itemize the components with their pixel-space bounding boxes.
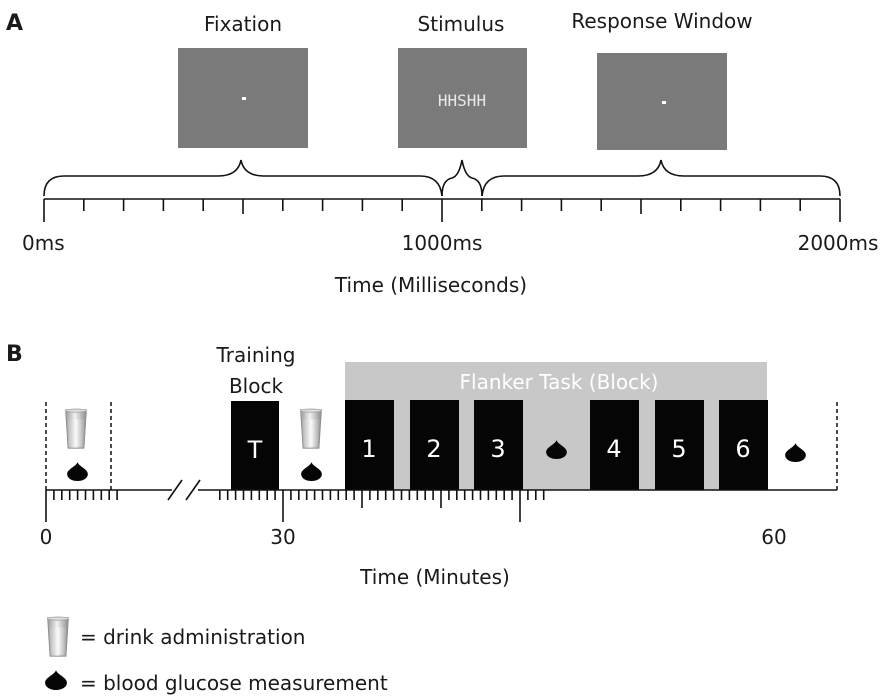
training-label-line1: Training — [216, 343, 296, 367]
blood-drop-icon — [67, 462, 88, 481]
minutes-tick-label-30: 30 — [270, 525, 295, 549]
ms-tick-label-0: 0ms — [22, 231, 65, 255]
minutes-tick-label-0: 0 — [40, 525, 53, 549]
response-brace — [481, 159, 841, 197]
block-6 — [719, 400, 768, 490]
fixation-brace — [43, 159, 443, 197]
blood-drop-icon — [301, 462, 322, 481]
interval-markers — [45, 402, 838, 490]
minutes-tick-label-60: 60 — [761, 525, 786, 549]
block-3-label: 3 — [490, 435, 505, 463]
training-label-line2: Block — [229, 374, 284, 398]
ms-axis-ticks — [43, 199, 841, 222]
block-3 — [474, 400, 523, 490]
stimulus-brace — [441, 159, 483, 197]
block-5-label: 5 — [671, 435, 686, 463]
block-5 — [655, 400, 704, 490]
fixation-dot — [242, 97, 246, 100]
legend-drop-icon — [45, 670, 67, 690]
legend-glucose-text: = blood glucose measurement — [80, 671, 388, 695]
ms-tick-label-2000: 2000ms — [798, 231, 879, 255]
panel-b-letter: B — [6, 342, 23, 367]
training-block-label: T — [247, 436, 263, 464]
block-4-label: 4 — [606, 435, 621, 463]
stimulus-text: HHSHH — [438, 91, 486, 110]
timeline-braces — [43, 159, 841, 197]
response-window-label: Response Window — [571, 9, 752, 33]
legend-drink-text: = drink administration — [80, 625, 305, 649]
blood-drop-icon — [785, 443, 806, 462]
block-1 — [345, 400, 394, 490]
panel-a-letter: A — [6, 11, 23, 36]
block-1-label: 1 — [361, 435, 376, 463]
flanker-task-title: Flanker Task (Block) — [460, 370, 659, 394]
legend-glass-icon — [47, 616, 69, 657]
fixation-label: Fixation — [204, 12, 282, 36]
minutes-axis — [45, 479, 837, 522]
ms-tick-label-1000: 1000ms — [402, 231, 483, 255]
block-4 — [590, 400, 639, 490]
stimulus-label: Stimulus — [418, 12, 505, 36]
training-block — [231, 401, 279, 490]
minutes-axis-title: Time (Minutes) — [359, 565, 510, 589]
block-6-label: 6 — [735, 435, 750, 463]
stimulus-screen — [398, 48, 527, 148]
drink-glass-icon — [300, 408, 322, 449]
ms-axis — [43, 198, 841, 222]
minutes-axis-ticks — [45, 490, 545, 522]
block-2-label: 2 — [426, 435, 441, 463]
response-fixation-dot — [662, 101, 666, 104]
axis-break-mark — [167, 479, 183, 501]
drink-glass-icon — [65, 408, 87, 449]
ms-axis-title: Time (Milliseconds) — [334, 273, 527, 297]
axis-break-mark — [185, 479, 201, 501]
flanker-blocks: 1 2 3 4 5 6 — [345, 400, 768, 490]
block-2 — [410, 400, 459, 490]
